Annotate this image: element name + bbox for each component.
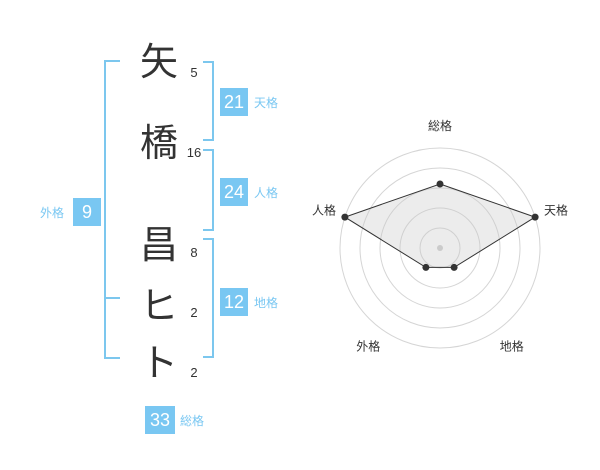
- radar-polygon: [343, 183, 537, 268]
- radar-axis-label: 外格: [356, 339, 380, 354]
- radar-point-1: [436, 180, 444, 188]
- gaikaku-bracket: [104, 60, 106, 358]
- name-char-2: 橋: [139, 121, 178, 165]
- radar-grid-ring: [339, 147, 541, 349]
- gaikaku-bracket-bottom: [104, 357, 120, 359]
- soukaku-label: 総格: [180, 414, 205, 428]
- radar-grid-ring: [419, 227, 461, 269]
- radar-center-dot: [437, 245, 443, 251]
- radar-axis-label: 地格: [500, 339, 524, 354]
- radar-grid-ring: [359, 167, 521, 329]
- radar-point-4: [422, 263, 430, 271]
- stroke-count-2: 16: [186, 145, 202, 160]
- tenkaku-bracket-top: [203, 61, 214, 63]
- jinkaku-score: 24: [220, 178, 248, 206]
- tenkaku-bracket-bottom: [203, 139, 214, 141]
- tenkaku-bracket: [212, 61, 214, 141]
- stroke-count-3: 8: [190, 245, 198, 260]
- radar-grid-ring: [399, 207, 481, 289]
- radar-area: [343, 183, 537, 268]
- stroke-count-1: 5: [190, 65, 198, 80]
- soukaku-score: 33: [145, 406, 175, 434]
- name-char-4: ヒ: [139, 284, 178, 328]
- gaikaku-label: 外格: [40, 206, 65, 220]
- gaikaku-bracket-top: [104, 60, 120, 62]
- tenkaku-label: 天格: [254, 96, 279, 110]
- radar-point-2: [531, 213, 539, 221]
- name-char-1: 矢: [139, 40, 178, 84]
- chikaku-bracket-top: [203, 238, 214, 240]
- name-char-5: ト: [139, 341, 178, 385]
- radar-grid-ring: [379, 187, 501, 309]
- chikaku-label: 地格: [254, 296, 279, 310]
- radar-axis-label: 総格: [428, 118, 452, 133]
- radar-axis-label: 人格: [312, 202, 336, 217]
- gaikaku-bracket-mid: [104, 297, 120, 299]
- jinkaku-bracket: [212, 149, 214, 231]
- gaikaku-score: 9: [73, 198, 101, 226]
- tenkaku-score: 21: [220, 88, 248, 116]
- radar-points: [341, 180, 539, 271]
- chikaku-bracket: [212, 238, 214, 358]
- chikaku-score: 12: [220, 288, 248, 316]
- chikaku-bracket-bottom: [203, 356, 214, 358]
- stroke-count-5: 2: [190, 365, 198, 380]
- stroke-count-4: 2: [190, 305, 198, 320]
- radar-axis-label: 天格: [544, 202, 568, 217]
- jinkaku-label: 人格: [254, 186, 279, 200]
- radar-grid: [339, 147, 541, 349]
- name-char-3: 昌: [139, 223, 178, 267]
- jinkaku-bracket-bottom: [203, 229, 214, 231]
- jinkaku-bracket-top: [203, 149, 214, 151]
- radar-point-5: [341, 213, 349, 221]
- radar-point-3: [450, 263, 458, 271]
